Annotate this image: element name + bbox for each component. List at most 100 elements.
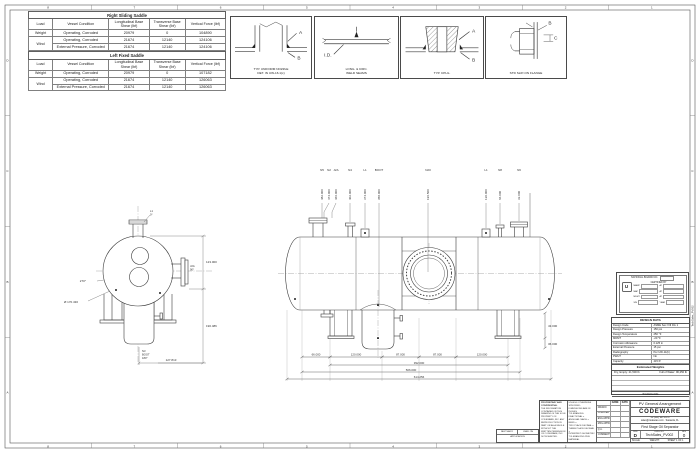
detail-caption: TYP. CPLG.: [433, 71, 451, 76]
nameplate-field: AT: [660, 289, 684, 295]
value-cell: 12140: [148, 83, 186, 92]
nozzle-tag: L1: [484, 168, 488, 172]
tolerance-line: TOLERANCING PER:: [568, 436, 591, 439]
design-data-label: Design Code: [612, 323, 653, 328]
nozzle-tag: L1: [363, 168, 367, 172]
zone-number: 1: [651, 6, 653, 10]
end-view-nozzle-upper: [131, 247, 149, 265]
edge-strip-dwg-no: TechSales_PV002: [691, 305, 695, 327]
weight-label: WEIGHT:: [649, 439, 660, 442]
value-cell: Operating, Corroded: [52, 29, 110, 38]
design-data-label: Radiography: [612, 350, 653, 355]
design-data-label: Design Temperature: [612, 332, 653, 337]
value-cell: 21674: [108, 83, 150, 92]
drawing-subtitle: First Stage Oil Separator: [630, 424, 690, 431]
nozzle-tag: N2: [327, 168, 331, 172]
value-cell: 0: [148, 29, 186, 38]
end-view-dimensions: [87, 214, 206, 365]
column-header: Longitudinal Base Shear (lbf): [108, 18, 150, 31]
svg-text:B: B: [472, 58, 475, 64]
tolerance-block: UNLESS OTHERWISE SPECIFIED:DIMENSIONS AR…: [568, 401, 598, 442]
tolerance-line: FRACTIONAL ±: [568, 416, 585, 419]
proprietary-body: THE INFORMATION CONTAINED IN THIS DRAWIN…: [541, 407, 566, 439]
table-title: Left Fixed Saddle: [28, 51, 226, 60]
design-data-label: Capacity: [612, 359, 653, 364]
end-view-dim-text: 123.000 190.486 127.813 270° Ø 170.430 L…: [64, 209, 217, 362]
zone-letter: A: [691, 391, 693, 395]
nozzle-elevation-dim: 402.000: [348, 189, 352, 200]
design-data-value: No: [653, 355, 657, 359]
diameter-label: Ø 170.430: [64, 300, 78, 304]
column-header: Load: [27, 58, 54, 71]
design-data-label: PWHT: [612, 355, 653, 359]
svg-text:B: B: [297, 56, 300, 62]
tolerance-line: TWO PLACE DECIMAL ±: [568, 424, 594, 427]
scale-label: SCALE:: [631, 439, 641, 442]
side-nozzle-angle: 90°: [190, 268, 194, 272]
bottom-dim: 120.000: [351, 352, 362, 356]
zone-number: 7: [134, 444, 136, 448]
bottom-dim: 87.000: [433, 352, 442, 356]
value-cell: 104890: [184, 29, 227, 38]
design-data-value: 15 psi: [653, 346, 661, 350]
size-value: D: [633, 433, 637, 438]
value-cell: 12140: [148, 43, 186, 52]
signoff-role: ENG APPR.: [597, 417, 612, 423]
nameplate-field: S/N: [634, 300, 658, 305]
dim-123: 123.000: [206, 260, 217, 264]
value-cell: Operating, Corroded: [52, 69, 110, 78]
nameplate-field: AT: [660, 294, 684, 300]
zone-number: 1: [651, 444, 653, 448]
coupling-detail-sketch: AB: [405, 26, 479, 64]
signoff-blank: [621, 427, 630, 434]
column-header: Vertical Force (lbf): [184, 58, 227, 71]
top-nozzles: [308, 193, 531, 238]
signoff-blank: [621, 433, 630, 439]
end-view-boot: [123, 300, 163, 345]
nozzle-tag: N5: [320, 168, 324, 172]
signoff-header: DATE: [621, 401, 630, 407]
next-assy-label: NEXT ASSY: [497, 430, 518, 434]
value-cell: 21674: [108, 36, 150, 45]
design-data-value: 0.125 in: [653, 341, 664, 345]
design-data-value: 150 psi: [653, 328, 663, 332]
value-cell: 126063: [184, 83, 227, 92]
top-nozzle-tag: L1: [150, 209, 153, 213]
top-nozzle-angle: 0°: [150, 213, 153, 217]
design-data-row: MDMT-20 °F: [612, 337, 689, 342]
zone-number: 6: [220, 444, 222, 448]
end-view-nozzle-lower: [129, 267, 149, 287]
load-cell: Weight: [27, 29, 54, 38]
seam-detail-sketch: I.D.: [322, 26, 391, 59]
signoff-role: MFG APPR.: [597, 422, 612, 428]
nozzle-tag: BOOT: [375, 168, 384, 172]
value-cell: 126063: [184, 76, 227, 85]
tolerance-line: INTERPRET GEOMETRIC: [568, 433, 595, 436]
zone-letter: D: [691, 58, 694, 62]
tolerance-line: ANGULAR: MACH ± BEND ±: [568, 419, 589, 425]
company-phone: +1 (941) 927-2670: [650, 417, 670, 420]
zone-letter: B: [691, 280, 693, 284]
weight-empty: Dry, Empty: 21,530 lb: [614, 370, 640, 374]
design-data-value: Per UW-11(b): [653, 350, 670, 354]
nozzle-tag: N8: [498, 168, 502, 172]
zone-number: 5: [306, 444, 308, 448]
column-header: Vessel Condition: [52, 18, 110, 31]
company-logo: CODEWARE: [630, 408, 690, 418]
sheet-label: SHEET 1 OF 1: [667, 439, 684, 442]
nameplate-nb-label: NATIONAL BOARD NO.: [631, 275, 658, 279]
